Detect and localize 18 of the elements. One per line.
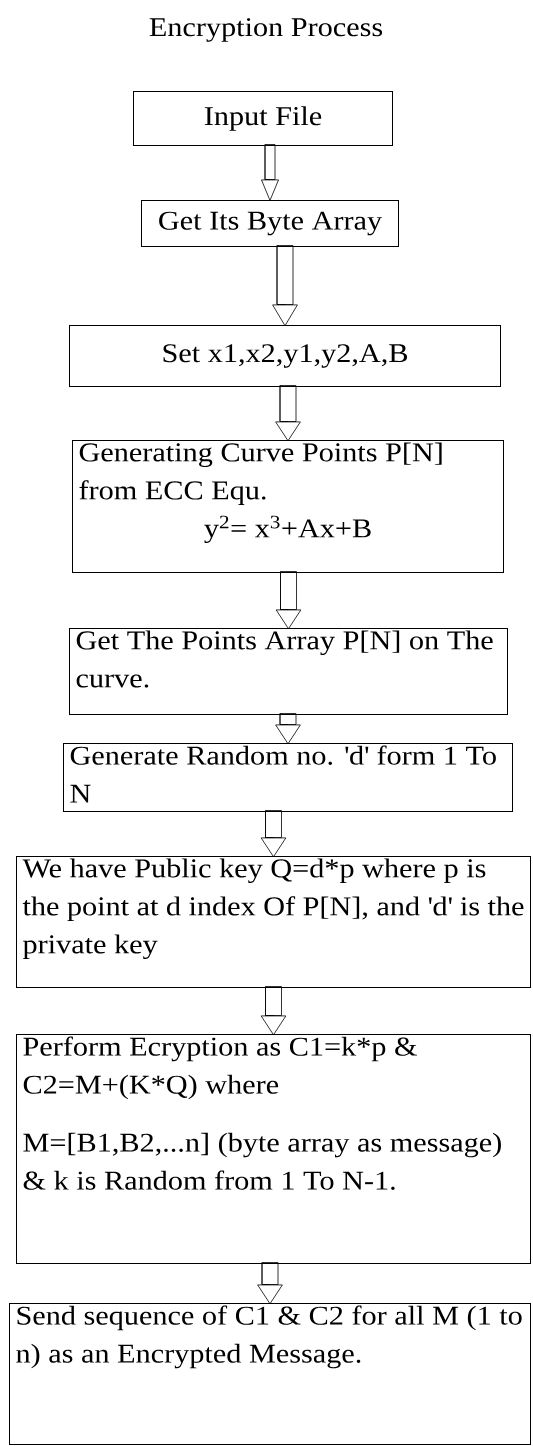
block-arrow xyxy=(275,571,302,630)
process-box: Send sequence of C1 & C2 for all M (1 to n) as an Encrypted Message. xyxy=(9,1303,531,1445)
block-arrow xyxy=(260,810,287,858)
block-arrow xyxy=(257,1262,283,1305)
process-box: Generate Random no. 'd' form 1 To N xyxy=(63,743,513,812)
process-box: Input File xyxy=(133,91,393,146)
block-arrow xyxy=(260,986,287,1036)
process-box: Generating Curve Points P[N] from ECC Equ. y$^{2}$= x$^{3}$+Ax+B xyxy=(72,440,504,573)
process-box: Get Its Byte Array xyxy=(141,200,399,247)
title: Encryption Process xyxy=(149,18,383,42)
block-arrow xyxy=(275,385,301,442)
process-box: Set x1,x2,y1,y2,A,B xyxy=(69,325,501,387)
block-arrow xyxy=(275,713,301,745)
block-arrow xyxy=(272,245,298,327)
process-box: We have Public key Q=d*p where p is the point at d index Of P[N], and 'd' is the private key xyxy=(16,856,531,988)
block-arrow xyxy=(261,144,279,201)
process-box: Perform Ecryption as C1=k*p & C2=M+(K*Q) where M=[B1,B2,...n] (byte array as message) & k is Random from 1 To N-1. xyxy=(16,1034,531,1264)
process-box: Get The Points Array P[N] on The curve. xyxy=(69,628,508,715)
